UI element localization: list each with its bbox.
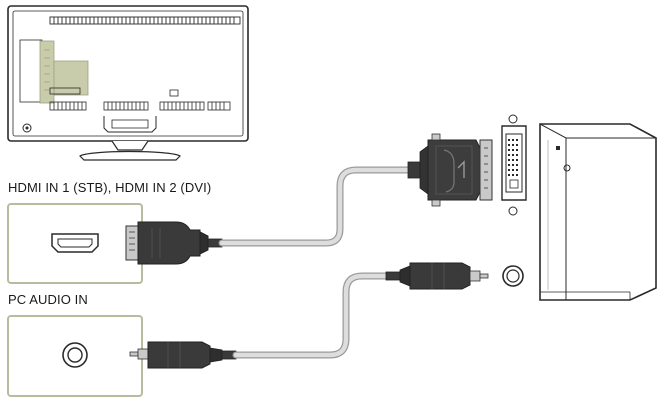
monitor-back-icon	[7, 5, 249, 161]
hdmi-port-label: HDMI IN 1 (STB), HDMI IN 2 (DVI)	[8, 180, 212, 195]
hdmi-plug-icon	[125, 221, 223, 265]
dvi-port-icon	[501, 114, 527, 216]
audio-plug-left-icon	[129, 341, 237, 369]
cables	[218, 166, 412, 359]
monitor-bottom-vents	[49, 87, 231, 111]
hdmi-port-icon	[51, 233, 99, 253]
audio-cable	[232, 272, 390, 359]
audio-plug-right-icon	[385, 262, 489, 290]
pc-audio-jack-icon	[502, 265, 524, 287]
dvi-plug-icon	[407, 133, 493, 207]
monitor-top-vent	[49, 16, 241, 25]
audio-jack-port-icon	[62, 342, 88, 368]
audio-port-panel	[7, 315, 237, 397]
monitor-port-highlight	[39, 40, 89, 104]
audio-port-label: PC AUDIO IN	[8, 292, 88, 307]
hdmi-port-panel	[7, 203, 223, 284]
hdmi-dvi-cable	[218, 166, 412, 247]
pc-tower-icon	[539, 123, 657, 301]
